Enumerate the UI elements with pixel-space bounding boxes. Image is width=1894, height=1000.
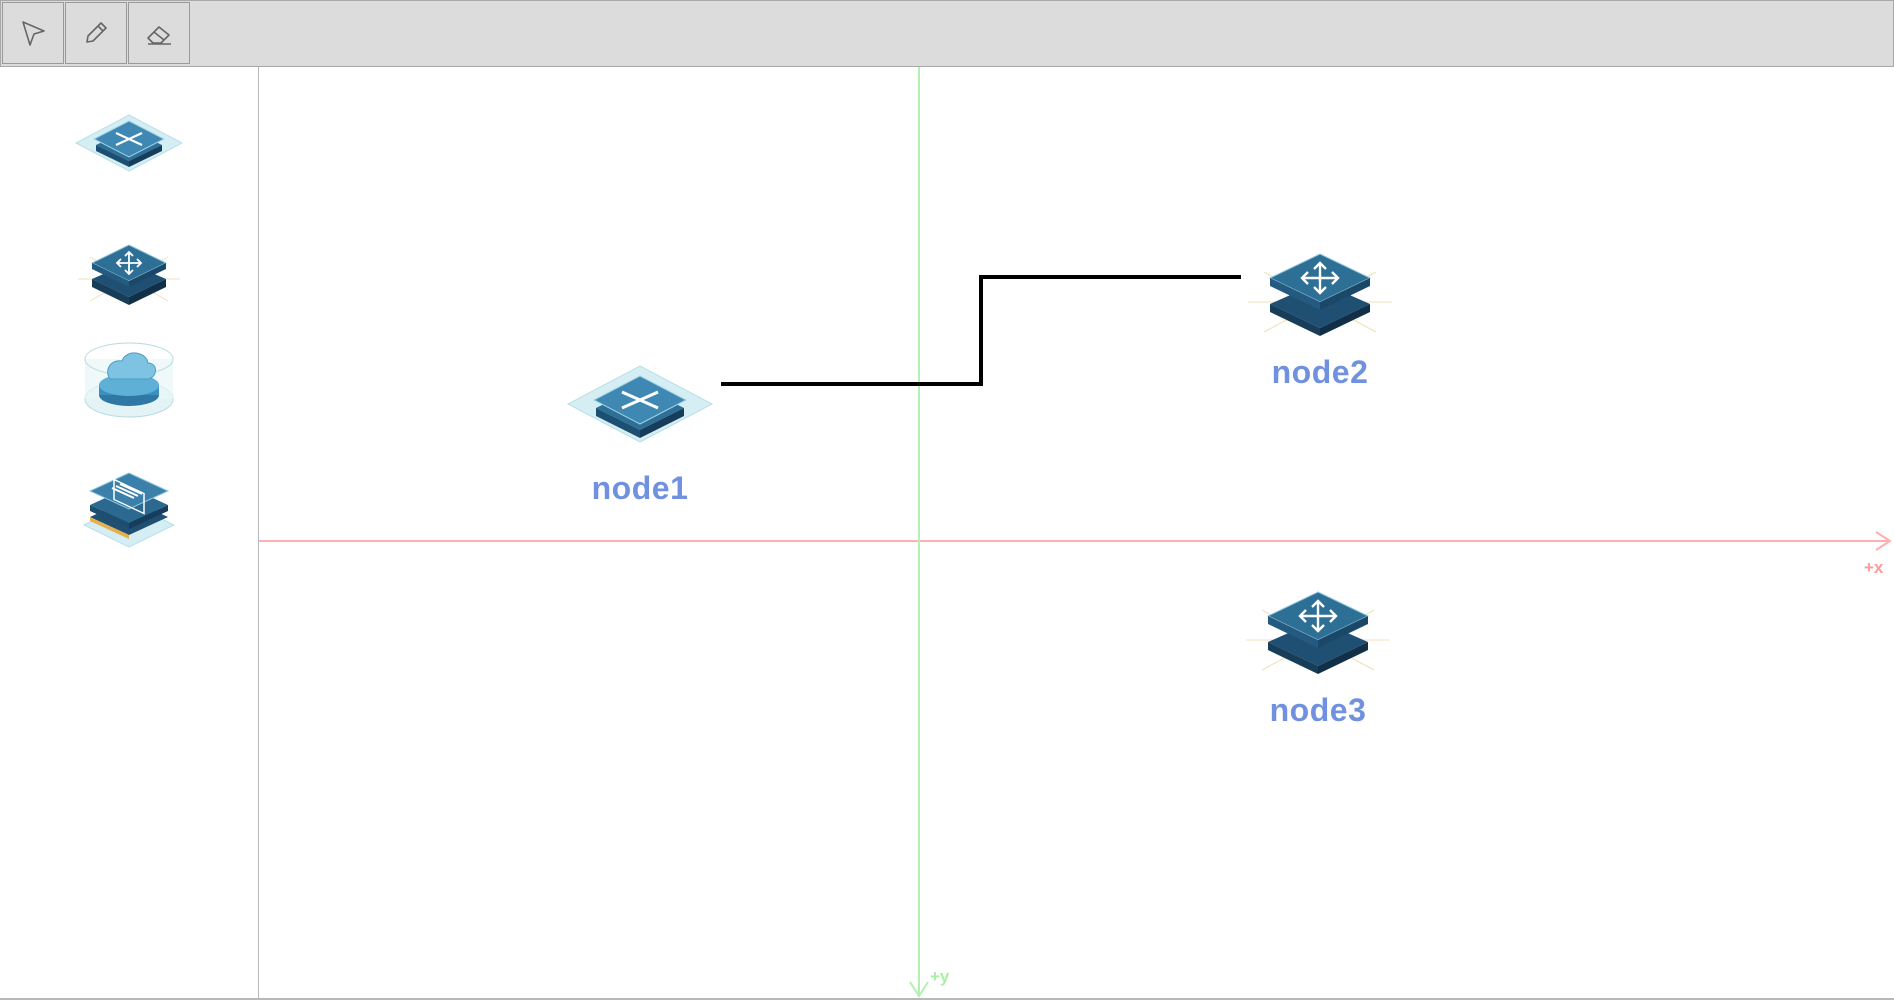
- node-label: node2: [1271, 354, 1369, 390]
- bottom-border: [0, 998, 1894, 1000]
- palette-server[interactable]: [70, 453, 188, 557]
- palette-switch[interactable]: [70, 89, 188, 193]
- x-axis-label: +x: [1864, 558, 1884, 577]
- node-node3[interactable]: node3: [1238, 570, 1398, 729]
- node-label: node3: [1269, 692, 1367, 728]
- router-device-icon: [1246, 591, 1390, 674]
- cloud-device-icon: [84, 342, 174, 418]
- draw-tool-button[interactable]: [65, 2, 127, 64]
- palette-cloud[interactable]: [70, 329, 188, 433]
- edge-node1-node2[interactable]: [721, 275, 1241, 386]
- y-axis-label: +y: [930, 967, 950, 986]
- switch-device-icon: [74, 114, 184, 172]
- palette-router[interactable]: [70, 217, 188, 321]
- node-node2[interactable]: node2: [1240, 232, 1400, 391]
- select-tool-button[interactable]: [2, 2, 64, 64]
- pencil-icon: [86, 22, 107, 43]
- router-device-icon: [1248, 253, 1392, 336]
- node-node1[interactable]: node1: [560, 348, 720, 507]
- eraser-icon: [147, 26, 171, 45]
- y-axis-arrow: [909, 981, 929, 998]
- erase-tool-button[interactable]: [128, 2, 190, 64]
- switch-device-icon: [566, 365, 714, 443]
- node-label: node1: [591, 470, 689, 506]
- toolbar: [0, 0, 1894, 67]
- router-device-icon: [78, 244, 180, 305]
- server-device-icon: [82, 472, 176, 548]
- device-palette: [0, 67, 259, 999]
- cursor-arrow-icon: [22, 21, 45, 46]
- x-axis-arrow: [1875, 531, 1892, 551]
